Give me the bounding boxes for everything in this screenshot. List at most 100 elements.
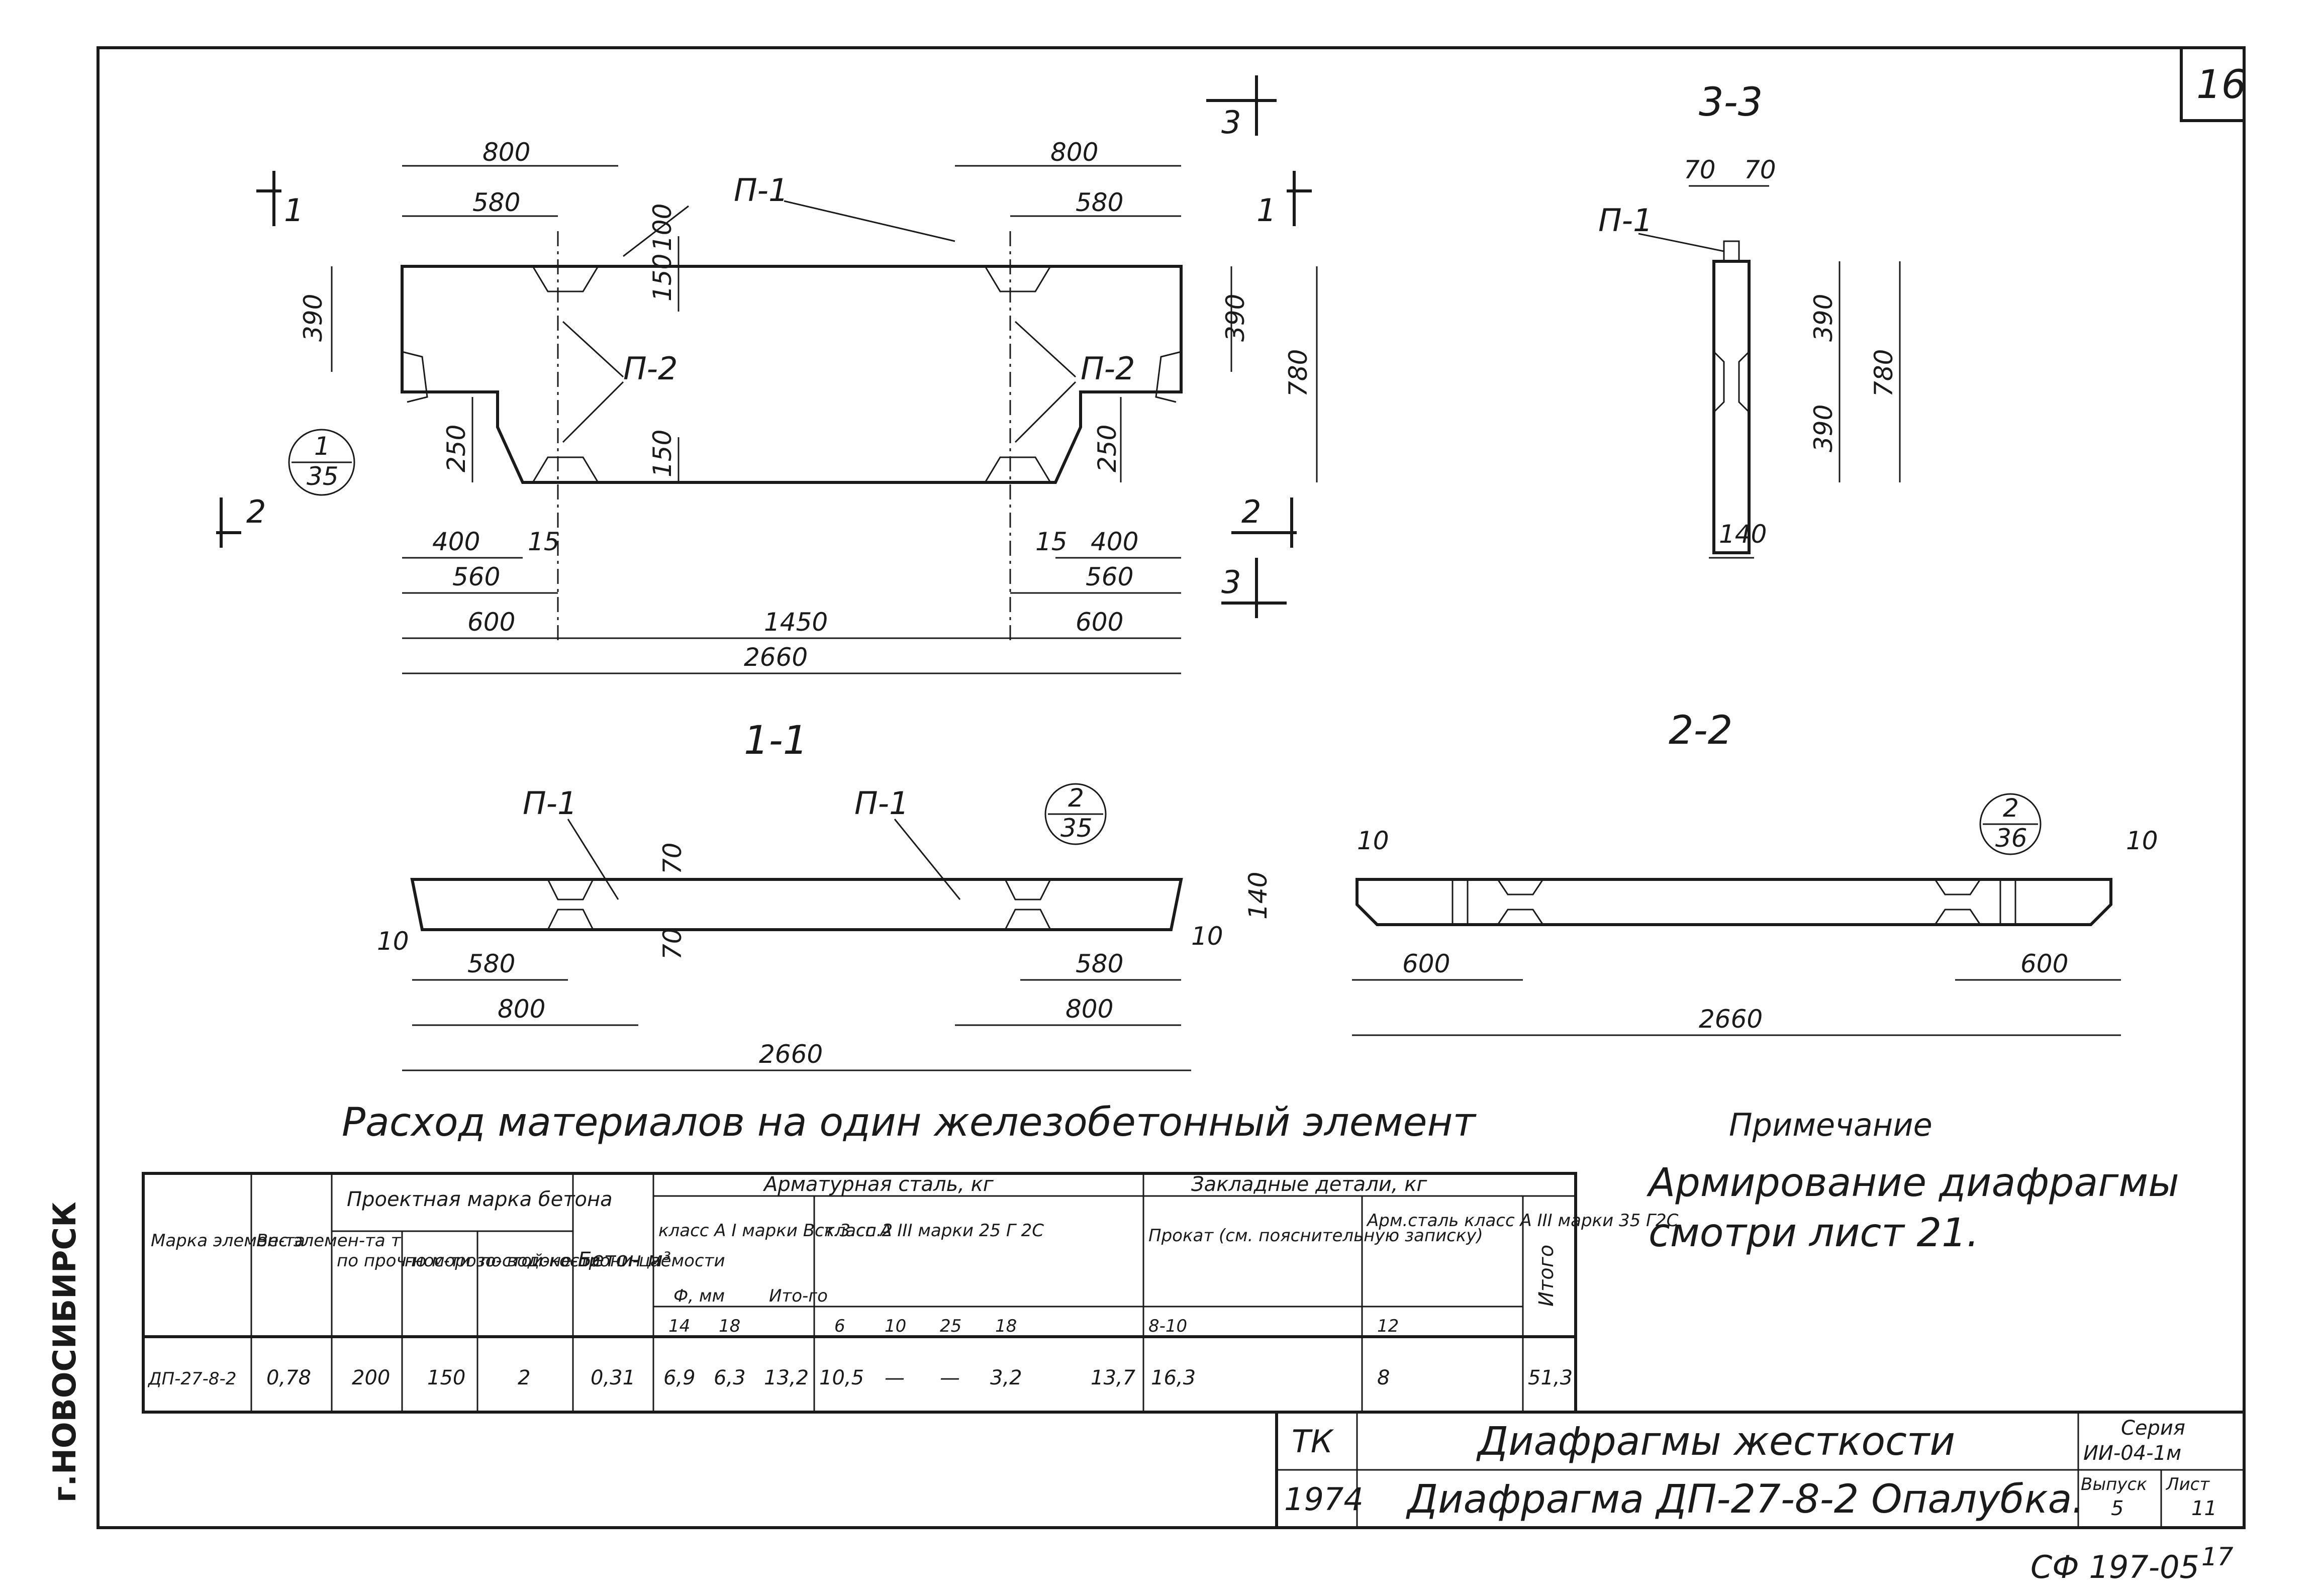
section-detail [1713,351,1725,413]
h-rolled: Прокат (см. пояснительную записку) [1148,1226,1483,1246]
embedded-detail-side [1155,351,1182,403]
note-line1: Армирование диафрагмы [1646,1160,2179,1206]
dim-140-33: 140 [1719,520,1767,549]
dim-15-right: 15 [1035,527,1068,556]
materials-title: Расход материалов на один железобетонный… [342,1100,1477,1145]
h-total: Итого [1535,1245,1558,1307]
h-d25: 25 [940,1316,961,1336]
stamp-title2: Диафрагма ДП-27-8-2 Опалубка. [1406,1477,2084,1522]
dim-390-right: 390 [1221,294,1250,342]
callout-bottom: 35 [307,462,339,491]
cell-a1-14: 6,9 [663,1366,696,1389]
section-2-left: 2 [246,493,266,530]
cell-mark: ДП-27-8-2 [147,1369,236,1389]
dim-390-left: 390 [299,294,328,342]
embedded-detail [1497,909,1544,925]
label-p1: П-1 [734,172,788,209]
cell-a3-10: — [885,1366,905,1389]
dim-150-bottom: 150 [648,430,677,477]
dim-390-33: 390 [1809,294,1838,342]
embedded-detail [1934,909,1981,925]
h-weight: Вес элемен-та т [256,1231,402,1251]
page-number-box [2180,46,2246,122]
dim-15-left: 15 [528,527,560,556]
plan-outline [401,265,1183,484]
dim-600-22r: 600 [2020,949,2068,978]
title-1-1: 1-1 [744,718,808,763]
h-rebar: Арматурная сталь, кг [762,1173,994,1196]
h-water: по водоне-прони-цаемости [480,1251,725,1271]
dim-70-11a: 70 [658,842,687,874]
dim-2660-11: 2660 [759,1040,823,1069]
label-p1-33: П-1 [1598,202,1653,239]
callout2-bottom: 35 [1060,814,1093,843]
title-2-2: 2-2 [1669,708,1732,753]
sheet-frame [96,46,2246,1529]
stamp-series: ИИ-04-1м [2083,1442,2181,1465]
h-total-small: Ито-го [769,1286,828,1306]
h-phi: Ф, мм [673,1286,725,1306]
section-1-left: 1 [284,192,304,229]
cell-frost: 150 [427,1366,465,1389]
h-concrete-grade: Проектная марка бетона [347,1188,613,1211]
note-line2: смотри лист 21. [1649,1211,1979,1256]
dim-560-right: 560 [1086,562,1133,591]
h-d8-10: 8-10 [1148,1316,1187,1336]
dim-780: 780 [1284,349,1313,397]
dim-70-left: 70 [1684,155,1716,184]
dim-800-right: 800 [1050,138,1098,167]
dim-250-right: 250 [1093,425,1122,472]
embedded-detail-p2 [984,456,1051,483]
callout-top: 1 [314,432,330,461]
section-3-bottom: 3 [1221,564,1241,601]
dim-580-11r: 580 [1076,949,1123,978]
embedded-detail [1497,879,1544,895]
label-p2-left: П-2 [623,350,678,387]
detail-callout [288,429,355,496]
label-p1-11a: П-1 [523,785,577,822]
leader [894,819,961,900]
dim-400-left: 400 [432,527,480,556]
page-number: 16 [2196,62,2246,108]
embedded-detail [547,879,594,901]
cell-weight: 0,78 [266,1366,311,1389]
h-a3: класс А III марки 25 Г 2С [824,1221,1044,1241]
cell-water: 2 [518,1366,530,1389]
stamp-tk: ТК [1292,1423,1334,1460]
section-2-right: 2 [1241,493,1261,530]
note-block: Примечание Армирование диафрагмы смотри … [1646,1107,2179,1256]
cell-emb-steel: 8 [1377,1366,1390,1389]
cell-a3-25: — [940,1366,960,1389]
section-1-1: 1-1 П-1 П-1 2 35 70 70 140 10 10 580 800… [377,718,1273,1071]
section-1-1-outline [410,878,1183,931]
h-d12: 12 [1377,1316,1399,1336]
dim-2660: 2660 [744,643,808,672]
h-concrete: Бетон м³ [578,1248,671,1271]
embedded-detail [1004,909,1051,930]
dim-400-right: 400 [1091,527,1138,556]
h-d18b: 18 [995,1316,1017,1336]
embedded-detail-p2 [532,456,599,483]
dim-10-22b: 10 [2126,826,2158,855]
detail-callout-2 [1044,783,1107,845]
cell-a1-18: 6,3 [714,1366,746,1389]
cell-total: 51,3 [1528,1366,1573,1389]
leader [1638,233,1724,252]
dim-580-left: 580 [472,188,520,217]
dim-560-left: 560 [452,562,500,591]
leader [784,200,955,242]
h-emb-steel: Арм.сталь класс А III марки 35 Г2С [1366,1211,1679,1231]
dim-800-left: 800 [482,138,530,167]
cell-a1-total: 13,2 [764,1366,809,1389]
dim-10-11b: 10 [1191,922,1223,951]
cell-emb-rolled: 16,3 [1151,1366,1196,1389]
table-frame [142,1172,1577,1414]
cell-a3-6: 10,5 [819,1366,864,1389]
label-p2-right: П-2 [1081,350,1135,387]
callout3-top: 2 [2003,793,2019,823]
materials-table: Расход материалов на один железобетонный… [142,1100,1679,1414]
dim-70-right: 70 [1744,155,1776,184]
section-detail [1738,351,1750,413]
dim-780-33: 780 [1869,349,1898,397]
